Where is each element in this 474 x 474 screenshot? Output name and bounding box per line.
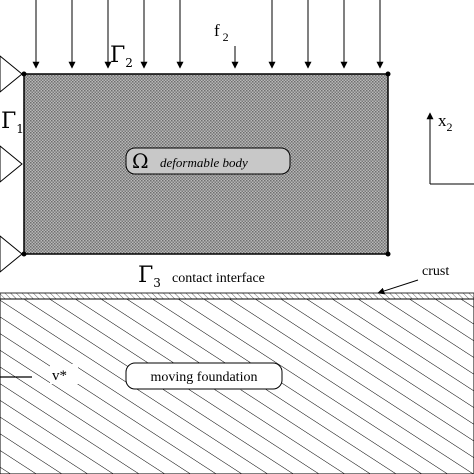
left-supports <box>0 55 23 273</box>
contact-interface-label: contact interface <box>172 271 265 286</box>
velocity-label: v* <box>52 368 67 384</box>
body-label: deformable body <box>160 155 248 170</box>
corner-node <box>21 71 27 77</box>
axis-indicator <box>426 112 474 185</box>
support-triangle <box>0 235 23 273</box>
load-arrows <box>32 0 384 69</box>
crust-label: crust <box>422 264 449 279</box>
corner-node <box>385 71 391 77</box>
body-label-box <box>125 147 291 175</box>
gamma3-label: Γ3 <box>138 263 161 290</box>
support-triangle <box>0 145 23 183</box>
support-triangle <box>0 55 23 93</box>
corner-node <box>21 251 27 257</box>
velocity-label-bg <box>50 364 78 384</box>
crust-pointer <box>377 279 419 295</box>
gamma2-label: Γ2 <box>110 43 133 70</box>
gamma1-label: Γ1 <box>1 109 24 136</box>
foundation-label-box <box>125 362 283 390</box>
crust-layer <box>0 292 474 300</box>
corner-node <box>385 251 391 257</box>
axis-label: x2 <box>438 111 453 134</box>
foundation-label: moving foundation <box>151 370 258 385</box>
omega-symbol: Ω <box>132 149 149 173</box>
